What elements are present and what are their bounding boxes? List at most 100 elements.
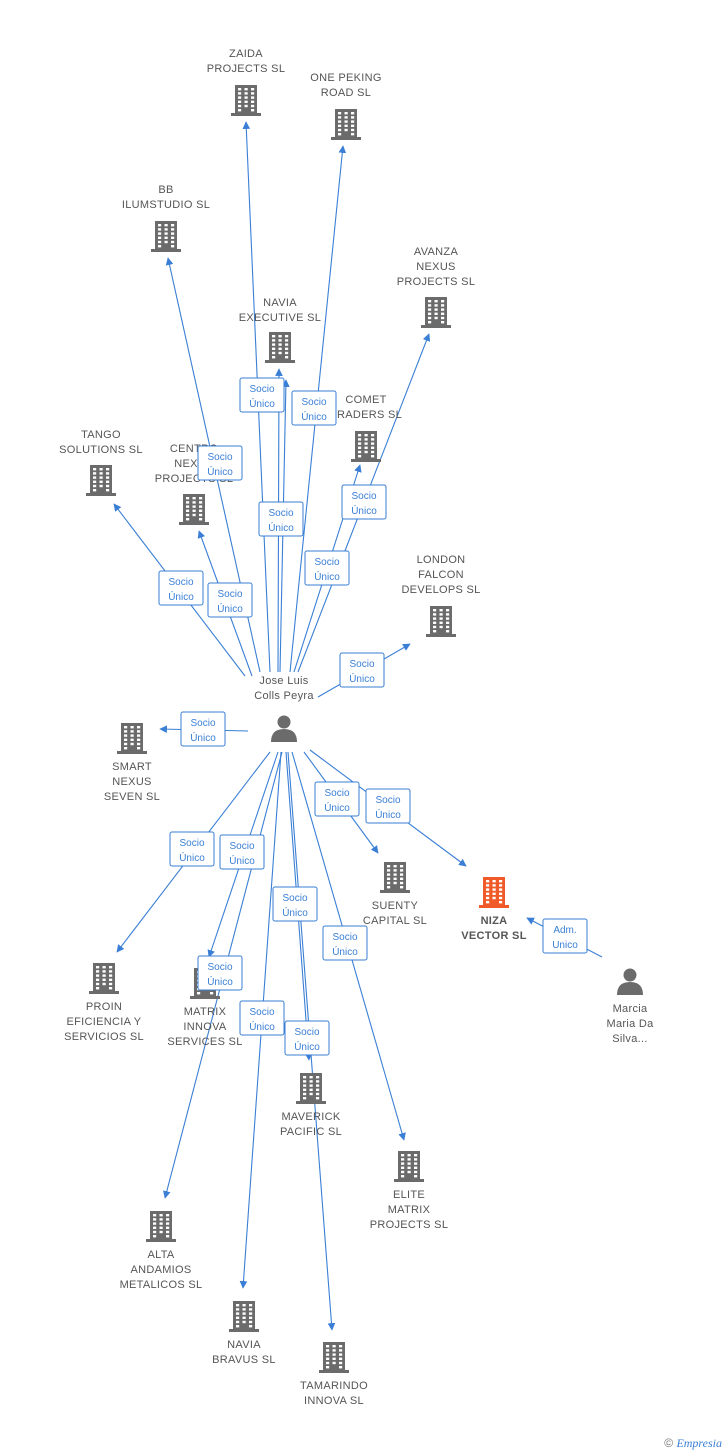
company-label-alta-line: ALTA <box>147 1249 174 1261</box>
company-label-elite-line: PROJECTS SL <box>370 1219 449 1231</box>
company-icon-navia_bravus[interactable] <box>229 1301 259 1332</box>
company-icon-tamarindo[interactable] <box>319 1342 349 1373</box>
company-icon-suenty[interactable] <box>380 862 410 893</box>
company-icon-tango[interactable] <box>86 465 116 496</box>
badge-line: Único <box>268 521 294 534</box>
badge-line: Socio <box>190 718 215 729</box>
company-label-navia_bravus-line: NAVIA <box>227 1339 261 1351</box>
badge-line: Único <box>282 906 308 919</box>
company-label-suenty-line: CAPITAL SL <box>363 915 427 927</box>
badge-line: Socio <box>179 838 204 849</box>
company-icon-niza[interactable] <box>479 877 509 908</box>
company-icon-onepeking[interactable] <box>331 109 361 140</box>
badge-line: Socio <box>249 384 274 395</box>
company-label-comet-line: TRADERS SL <box>330 409 402 421</box>
company-icon-alta[interactable] <box>146 1211 176 1242</box>
badge-line: Socio <box>168 577 193 588</box>
company-label-matrix-line: SERVICES SL <box>167 1036 242 1048</box>
company-label-london-line: FALCON <box>418 569 464 581</box>
company-label-alta-line: METALICOS SL <box>120 1279 203 1291</box>
badge-line: Socio <box>349 659 374 670</box>
badge-line: Socio <box>229 841 254 852</box>
brand-name[interactable]: Empresia <box>676 1436 722 1450</box>
copyright-symbol: © <box>664 1436 674 1450</box>
person-label-main-line: Colls Peyra <box>254 690 314 702</box>
company-label-matrix-line: INNOVA <box>183 1021 227 1033</box>
badge-line: Único <box>217 602 243 615</box>
company-label-onepeking-line: ROAD SL <box>321 87 371 99</box>
company-icon-smart[interactable] <box>117 723 147 754</box>
company-label-niza-line: NIZA <box>481 915 508 927</box>
badge-line: Socio <box>314 557 339 568</box>
company-icon-proin[interactable] <box>89 963 119 994</box>
company-label-elite-line: MATRIX <box>388 1204 431 1216</box>
person-label-other-line: Maria Da <box>606 1018 654 1030</box>
company-icon-avanza[interactable] <box>421 297 451 328</box>
company-icon-centro[interactable] <box>179 494 209 525</box>
person-icon-main[interactable] <box>271 715 297 743</box>
company-label-smart-line: NEXUS <box>112 776 151 788</box>
badge-line: Único <box>207 465 233 478</box>
company-icon-maverick[interactable] <box>296 1073 326 1104</box>
badge-line: Socio <box>282 893 307 904</box>
badge-line: Socio <box>351 491 376 502</box>
badge-line: Socio <box>301 397 326 408</box>
company-label-proin-line: EFICIENCIA Y <box>67 1016 142 1028</box>
badge-line: Único <box>375 808 401 821</box>
company-label-proin-line: PROIN <box>86 1001 122 1013</box>
badge-line: Socio <box>294 1027 319 1038</box>
person-icon-other[interactable] <box>617 968 643 996</box>
company-icon-bb[interactable] <box>151 221 181 252</box>
badge-line: Único <box>332 945 358 958</box>
badge-line: Socio <box>217 589 242 600</box>
admin-badge-niza[interactable]: Adm.Unico <box>542 918 588 954</box>
company-label-elite: ELITE MATRIX PROJECTS SL <box>370 1189 449 1231</box>
company-label-navia_exec-line: EXECUTIVE SL <box>239 312 321 324</box>
badge-line: Socio <box>249 1007 274 1018</box>
company-icon-comet[interactable] <box>351 431 381 462</box>
company-label-navia_bravus-line: BRAVUS SL <box>212 1354 276 1366</box>
company-label-suenty-line: SUENTY <box>372 900 419 912</box>
badge-line: Unico <box>552 940 578 951</box>
company-label-elite-line: ELITE <box>393 1189 425 1201</box>
company-label-smart-line: SEVEN SL <box>104 791 160 803</box>
company-icon-navia_exec[interactable] <box>265 332 295 363</box>
company-label-london-line: LONDON <box>417 554 466 566</box>
badges-layer: SocioÚnicoSocioÚnicoSocioÚnicoSocioÚnico… <box>158 377 588 1056</box>
badge-line: Único <box>324 801 350 814</box>
company-label-avanza-line: NEXUS <box>416 261 455 273</box>
company-icon-london[interactable] <box>426 606 456 637</box>
company-icon-zaida[interactable] <box>231 85 261 116</box>
company-icon-elite[interactable] <box>394 1151 424 1182</box>
badge-line: Único <box>168 590 194 603</box>
